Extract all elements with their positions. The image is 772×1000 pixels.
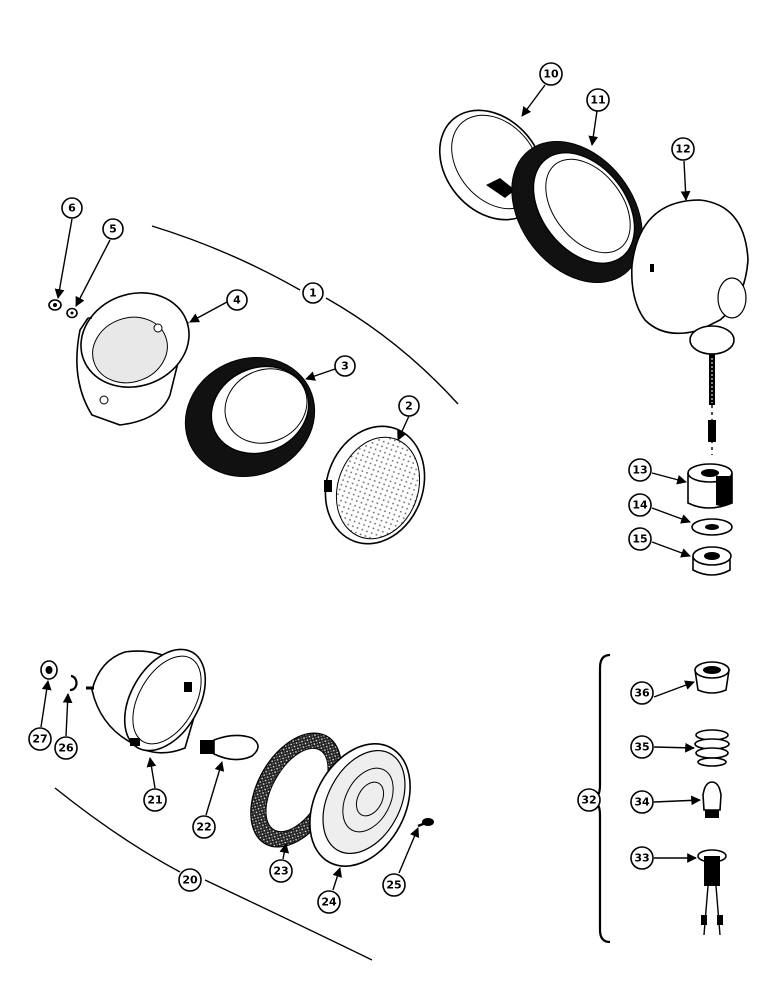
callout-15: 15 — [628, 527, 652, 551]
svg-text:21: 21 — [147, 794, 162, 807]
part-33-socket — [697, 849, 727, 936]
part-36-cap — [694, 661, 730, 694]
svg-text:22: 22 — [196, 821, 211, 834]
svg-text:6: 6 — [68, 202, 76, 215]
callout-12: 12 — [671, 137, 695, 161]
callout-3: 3 — [334, 355, 356, 377]
assembly-sealed-beam — [438, 109, 749, 576]
part-25-screw — [417, 818, 434, 828]
svg-text:34: 34 — [634, 796, 650, 809]
callout-10: 10 — [539, 62, 563, 86]
assembly-32-socket — [589, 653, 730, 944]
callout-2: 2 — [398, 395, 420, 417]
callout-26: 26 — [54, 736, 78, 760]
svg-text:27: 27 — [32, 733, 47, 746]
assembly-20-tail-lamp — [40, 648, 434, 961]
svg-text:10: 10 — [543, 68, 559, 81]
svg-text:25: 25 — [386, 879, 401, 892]
callout-23: 23 — [269, 859, 293, 883]
bracket-20-right — [204, 879, 373, 961]
svg-text:24: 24 — [321, 896, 337, 909]
part-27-nut — [40, 660, 58, 680]
callout-22: 22 — [192, 815, 216, 839]
callout-5: 5 — [102, 218, 124, 240]
callout-1: 1 — [302, 282, 324, 304]
callout-33: 33 — [630, 846, 654, 870]
svg-text:33: 33 — [634, 852, 649, 865]
svg-text:15: 15 — [632, 533, 647, 546]
part-34-bulb — [702, 781, 722, 818]
leader-lines — [40, 84, 701, 891]
assembly-1-lamp — [48, 225, 459, 545]
callout-34: 34 — [630, 790, 654, 814]
part-21-housing — [86, 648, 207, 754]
svg-text:12: 12 — [675, 143, 690, 156]
svg-text:32: 32 — [581, 794, 596, 807]
callout-24: 24 — [317, 890, 341, 914]
part-4-housing — [76, 292, 190, 426]
part-24-lens — [309, 743, 411, 867]
svg-text:36: 36 — [634, 687, 650, 700]
svg-text:3: 3 — [341, 360, 349, 373]
svg-text:13: 13 — [632, 464, 647, 477]
part-14-washer — [691, 518, 733, 536]
callout-20: 20 — [178, 868, 202, 892]
svg-text:35: 35 — [634, 741, 649, 754]
callout-35: 35 — [630, 735, 654, 759]
callout-21: 21 — [143, 788, 167, 812]
callout-32: 32 — [577, 788, 601, 812]
callout-6: 6 — [61, 197, 83, 219]
part-13-spacer — [687, 463, 733, 509]
svg-text:5: 5 — [109, 223, 117, 236]
part-35-spring — [694, 729, 730, 767]
svg-text:20: 20 — [182, 874, 198, 887]
part-15-nut — [692, 546, 732, 576]
svg-text:26: 26 — [58, 742, 74, 755]
part-3-ring — [184, 356, 316, 478]
part-11-ring — [511, 141, 643, 283]
bracket-1-right — [325, 297, 459, 405]
svg-text:23: 23 — [273, 865, 288, 878]
svg-text:14: 14 — [632, 499, 648, 512]
svg-text:11: 11 — [590, 94, 605, 107]
callout-36: 36 — [630, 681, 654, 705]
part-12-bowl — [630, 199, 749, 455]
part-22-bulb — [200, 734, 259, 761]
part-2-lens — [324, 425, 426, 545]
callout-11: 11 — [586, 88, 610, 112]
callout-4: 4 — [226, 289, 248, 311]
callout-14: 14 — [628, 493, 652, 517]
callout-27: 27 — [28, 727, 52, 751]
part-26-washer — [69, 674, 78, 692]
callout-13: 13 — [628, 458, 652, 482]
svg-text:1: 1 — [309, 287, 317, 300]
svg-text:4: 4 — [233, 294, 241, 307]
bracket-20-left — [54, 787, 181, 873]
bracket-1-left — [151, 225, 301, 291]
callout-25: 25 — [382, 873, 406, 897]
svg-text:2: 2 — [405, 400, 413, 413]
